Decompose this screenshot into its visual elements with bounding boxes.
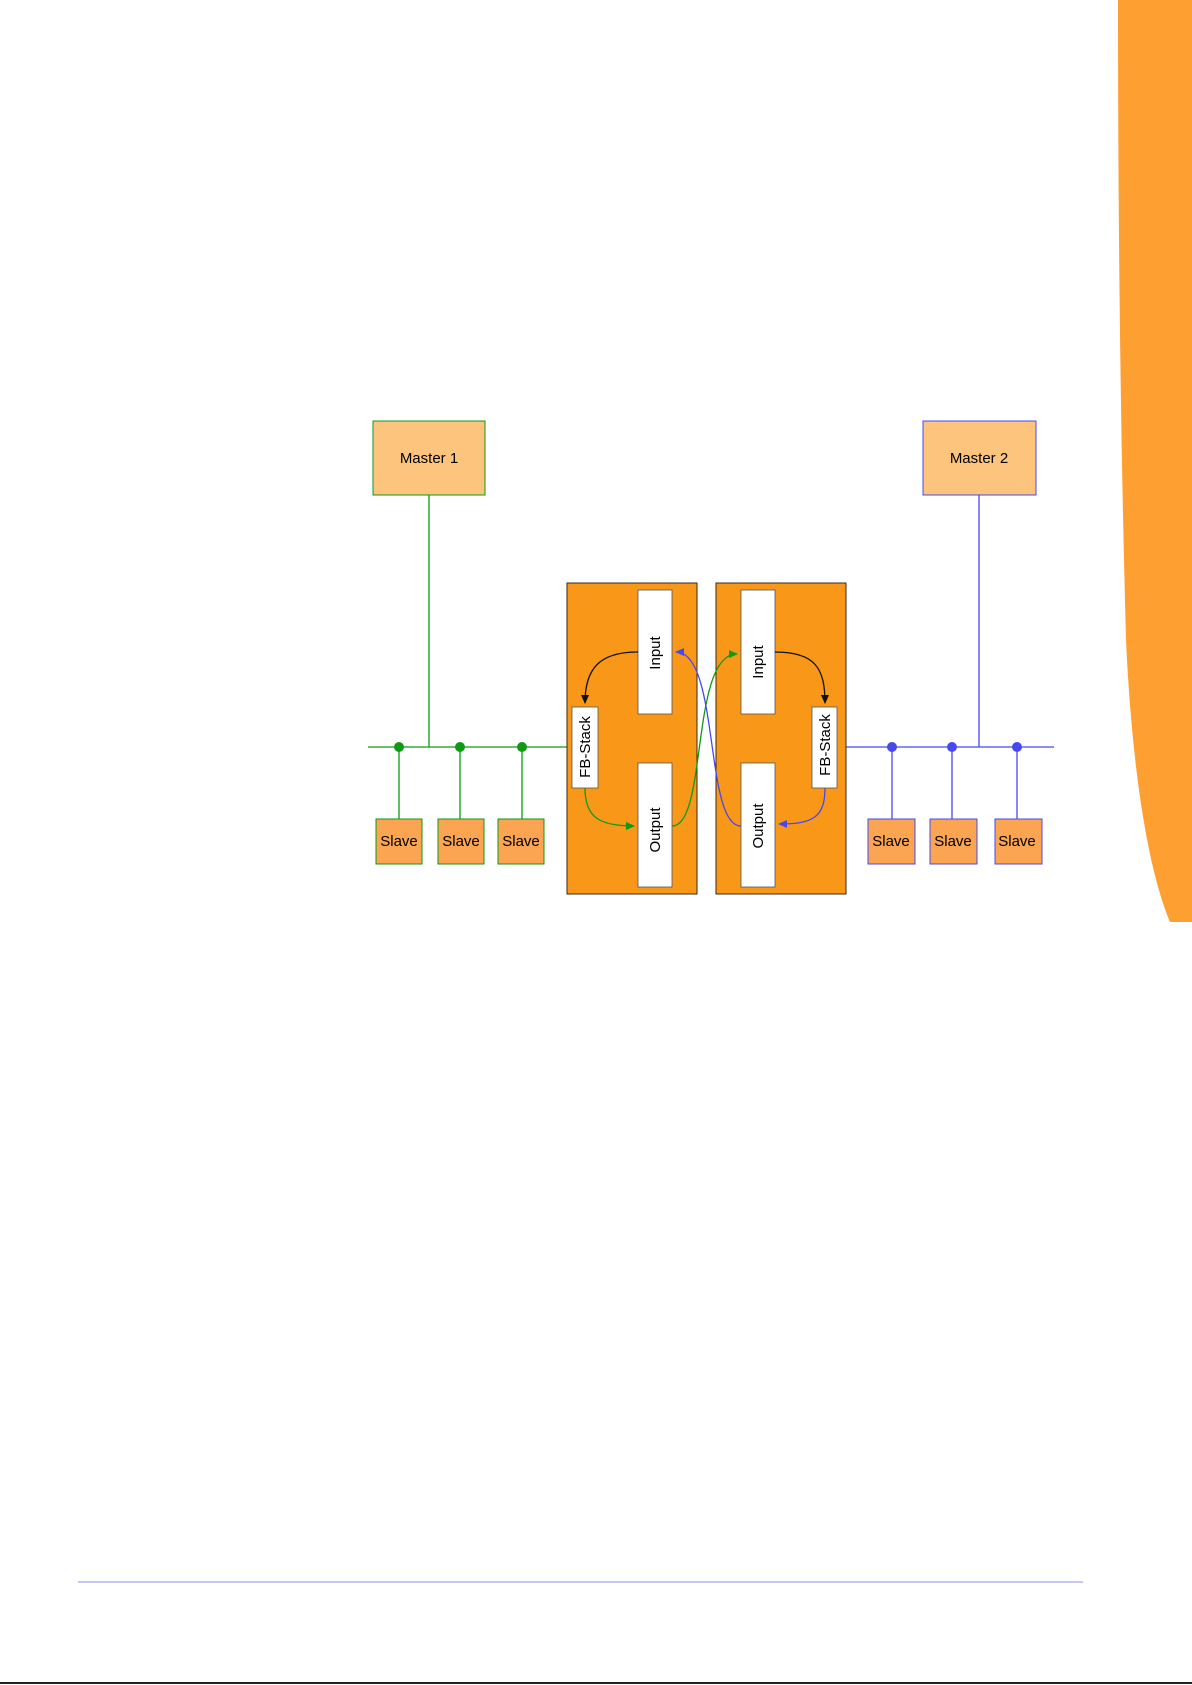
bus-node (887, 742, 897, 752)
network-1: Master 1 Slave Slave Slave (368, 421, 567, 864)
slave-label: Slave (442, 833, 480, 850)
slave-label: Slave (934, 833, 972, 850)
bus-node (394, 742, 404, 752)
output-label: Output (647, 807, 664, 853)
coupler-module-left: Input Output FB-Stack (567, 583, 697, 894)
bus-node (1012, 742, 1022, 752)
bus-node (947, 742, 957, 752)
bus-node (517, 742, 527, 752)
slave-label: Slave (872, 833, 910, 850)
network-2: Master 2 Slave Slave Slave (838, 421, 1054, 864)
chapter-side-tab (1118, 0, 1192, 922)
slave-label: Slave (380, 833, 418, 850)
bus-node (455, 742, 465, 752)
output-label: Output (750, 803, 767, 849)
master-2-label: Master 2 (950, 450, 1008, 467)
input-label: Input (647, 635, 664, 669)
slave-label: Slave (502, 833, 540, 850)
coupler-module-right: Input Output FB-Stack (716, 583, 846, 894)
input-label: Input (750, 644, 767, 678)
fb-stack-label: FB-Stack (817, 714, 834, 776)
slave-label: Slave (998, 833, 1036, 850)
master-1-label: Master 1 (400, 450, 458, 467)
fb-stack-label: FB-Stack (577, 716, 594, 778)
